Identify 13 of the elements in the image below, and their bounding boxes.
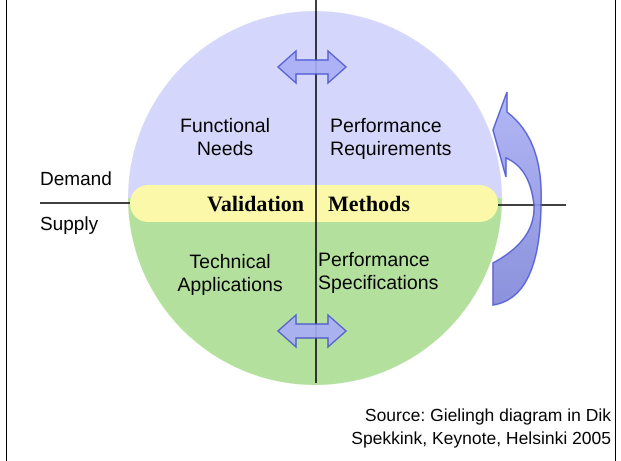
validation-band xyxy=(130,185,498,222)
block-arrow xyxy=(276,49,348,85)
side-label: Demand xyxy=(40,169,112,191)
band-text: Validation xyxy=(206,190,304,216)
quadrant-label: Technical Applications xyxy=(176,250,284,298)
quadrant-label: Functional Needs xyxy=(179,114,271,162)
quadrant-label: Performance Requirements xyxy=(330,114,452,162)
block-arrow xyxy=(276,313,348,349)
quadrant-label: Performance Specifications xyxy=(318,248,440,296)
band-text: Methods xyxy=(328,190,410,216)
block-arrow xyxy=(492,91,542,306)
source-caption: Source: Gielingh diagram in Dik Spekkink, Keynote, Helsinki 2005 xyxy=(350,404,611,450)
side-label: Supply xyxy=(40,214,98,236)
